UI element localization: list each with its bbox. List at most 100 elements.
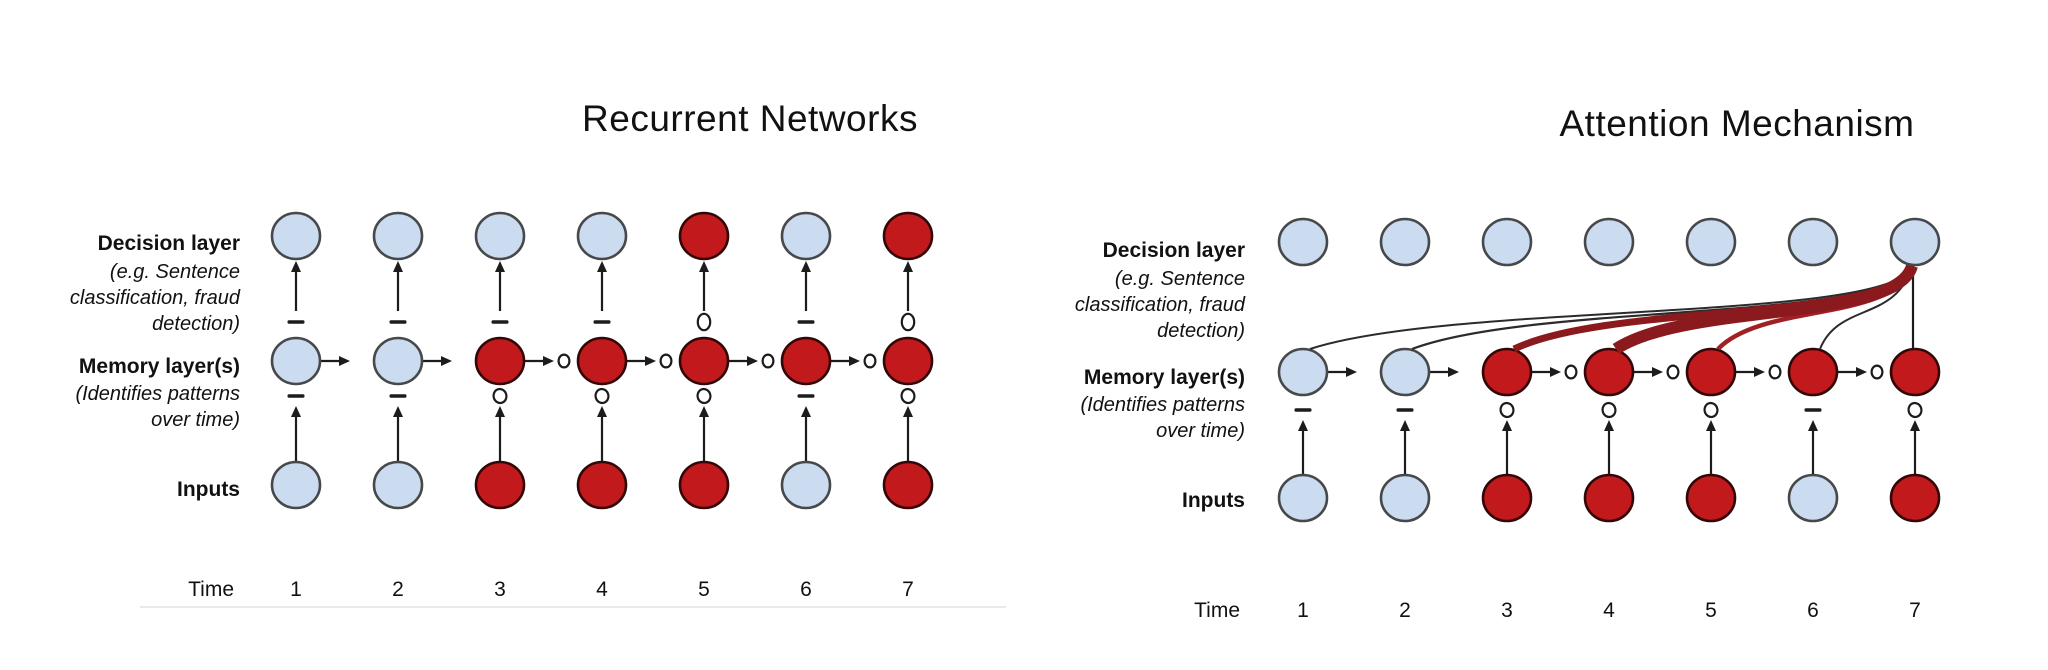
left-time-step-3: 3 — [494, 578, 506, 601]
right-input-arrow-t5-head — [1706, 420, 1716, 431]
left-output-arrow-t7-head — [903, 261, 913, 272]
left-output-arrow-t6-head — [801, 261, 811, 272]
right-memory-layer-sub-1: (Identifies patterns — [1080, 394, 1245, 416]
right-input-t5-open-gate — [1703, 401, 1719, 419]
right-input-arrow-t6-head — [1808, 420, 1818, 431]
right-recurrent-arrow-4-head — [1652, 367, 1663, 377]
right-decision-node-t7 — [1889, 217, 1941, 267]
right-decision-layer-sub-2: classification, fraud — [1075, 294, 1246, 316]
right-input-t4-open-gate — [1601, 401, 1617, 419]
right-decision-layer-label: Decision layer — [1103, 239, 1245, 262]
left-time-step-5: 5 — [698, 578, 710, 601]
left-input-t6-closed-gate — [797, 394, 815, 398]
right-recurrent-arrow-2-head — [1448, 367, 1459, 377]
left-time-label: Time — [188, 578, 234, 601]
left-time-step-4: 4 — [596, 578, 608, 601]
right-time-step-2: 2 — [1399, 599, 1411, 622]
left-output-arrow-t3-head — [495, 261, 505, 272]
left-decision-layer-label: Decision layer — [98, 232, 240, 255]
left-output-t7-open-gate — [900, 312, 916, 332]
left-title: Recurrent Networks — [582, 98, 918, 139]
right-input-arrow-t4-head — [1604, 420, 1614, 431]
right-time-step-1: 1 — [1297, 599, 1309, 622]
right-input-arrow-t3-head — [1502, 420, 1512, 431]
right-memory-node-t7 — [1889, 347, 1941, 397]
right-recurrent-gate-circle-5 — [1666, 364, 1680, 380]
left-memory-node-t5 — [678, 336, 730, 386]
right-input-t3-open-gate — [1499, 401, 1515, 419]
left-recurrent-gate-circle-5 — [659, 353, 673, 369]
right-input-node-t3 — [1481, 473, 1533, 523]
right-input-t7-open-gate — [1907, 401, 1923, 419]
left-input-node-t3 — [474, 460, 526, 510]
left-time-step-7: 7 — [902, 578, 914, 601]
left-input-arrow-t5-head — [699, 406, 709, 417]
right-input-node-t7 — [1889, 473, 1941, 523]
right-time-step-4: 4 — [1603, 599, 1615, 622]
left-input-arrow-t2-head — [393, 406, 403, 417]
left-input-node-t5 — [678, 460, 730, 510]
right-input-t1-closed-gate — [1294, 408, 1312, 412]
left-decision-layer-sub-3: detection) — [152, 313, 240, 335]
right-input-arrow-t2-head — [1400, 420, 1410, 431]
left-recurrent-gate-circle-7 — [863, 353, 877, 369]
left-input-arrow-t4-head — [597, 406, 607, 417]
left-input-node-t1 — [270, 460, 322, 510]
left-input-arrow-t1-head — [291, 406, 301, 417]
left-input-arrow-t6-head — [801, 406, 811, 417]
right-decision-node-t3 — [1481, 217, 1533, 267]
left-decision-node-t4 — [576, 211, 628, 261]
right-input-t6-closed-gate — [1804, 408, 1822, 412]
right-time-step-6: 6 — [1807, 599, 1819, 622]
left-input-t2-closed-gate — [389, 394, 407, 398]
right-decision-node-t5 — [1685, 217, 1737, 267]
right-decision-node-t2 — [1379, 217, 1431, 267]
right-input-arrow-t1-head — [1298, 420, 1308, 431]
left-recurrent-arrow-4-head — [645, 356, 656, 366]
left-inputs-label: Inputs — [177, 478, 240, 501]
left-recurrent-arrow-2-head — [441, 356, 452, 366]
right-memory-node-t3 — [1481, 347, 1533, 397]
left-input-node-t2 — [372, 460, 424, 510]
left-memory-layer-sub-1: (Identifies patterns — [75, 383, 240, 405]
left-output-arrow-t4-head — [597, 261, 607, 272]
left-output-t5-open-gate — [696, 312, 712, 332]
left-memory-node-t3 — [474, 336, 526, 386]
left-input-node-t4 — [576, 460, 628, 510]
left-recurrent-network-graph — [270, 211, 934, 510]
left-time-step-1: 1 — [290, 578, 302, 601]
right-memory-node-t2 — [1379, 347, 1431, 397]
right-title: Attention Mechanism — [1559, 103, 1914, 144]
right-attention-mechanism-graph — [1277, 217, 1941, 523]
left-decision-node-t1 — [270, 211, 322, 261]
left-recurrent-arrow-6-head — [849, 356, 860, 366]
right-decision-layer-sub-1: (e.g. Sentence — [1115, 268, 1245, 290]
left-time-step-6: 6 — [800, 578, 812, 601]
left-recurrent-arrow-5-head — [747, 356, 758, 366]
left-output-arrow-t1-head — [291, 261, 301, 272]
left-memory-node-t2 — [372, 336, 424, 386]
left-recurrent-arrow-3-head — [543, 356, 554, 366]
left-output-t6-closed-gate — [797, 320, 815, 324]
right-input-node-t1 — [1277, 473, 1329, 523]
left-output-t2-closed-gate — [389, 320, 407, 324]
right-recurrent-gate-circle-4 — [1564, 364, 1578, 380]
left-decision-node-t2 — [372, 211, 424, 261]
right-time-label: Time — [1194, 599, 1240, 622]
left-input-t4-open-gate — [594, 387, 610, 405]
right-input-arrow-t7-head — [1910, 420, 1920, 431]
left-output-t3-closed-gate — [491, 320, 509, 324]
left-memory-node-t6 — [780, 336, 832, 386]
left-output-t4-closed-gate — [593, 320, 611, 324]
left-decision-node-t7 — [882, 211, 934, 261]
left-input-arrow-t7-head — [903, 406, 913, 417]
left-decision-node-t3 — [474, 211, 526, 261]
right-inputs-label: Inputs — [1182, 489, 1245, 512]
left-decision-layer-sub-1: (e.g. Sentence — [110, 261, 240, 283]
left-input-t1-closed-gate — [287, 394, 305, 398]
right-recurrent-arrow-1-head — [1346, 367, 1357, 377]
left-recurrent-gate-circle-6 — [761, 353, 775, 369]
left-memory-layer-label: Memory layer(s) — [79, 355, 240, 378]
right-time-step-7: 7 — [1909, 599, 1921, 622]
